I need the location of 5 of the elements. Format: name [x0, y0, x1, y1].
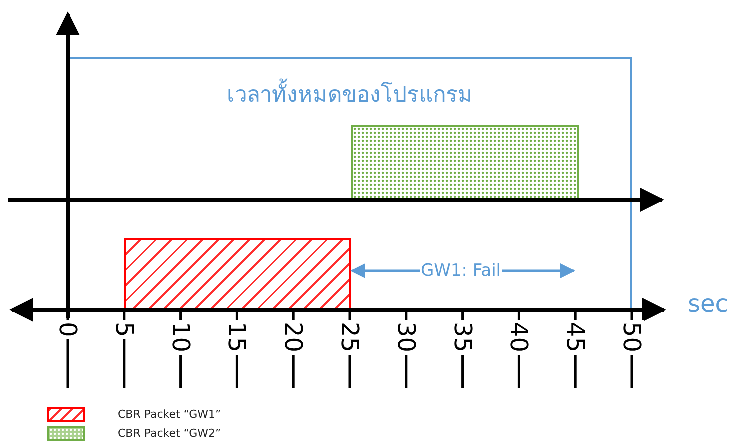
legend-label: CBR Packet “GW2” [118, 427, 222, 440]
axis-unit: sec [688, 290, 728, 318]
frame-title: เวลาทั้งหมดของโปรแกรม [70, 77, 630, 112]
legend-label: CBR Packet “GW1” [118, 408, 222, 421]
time-frame [68, 57, 632, 310]
